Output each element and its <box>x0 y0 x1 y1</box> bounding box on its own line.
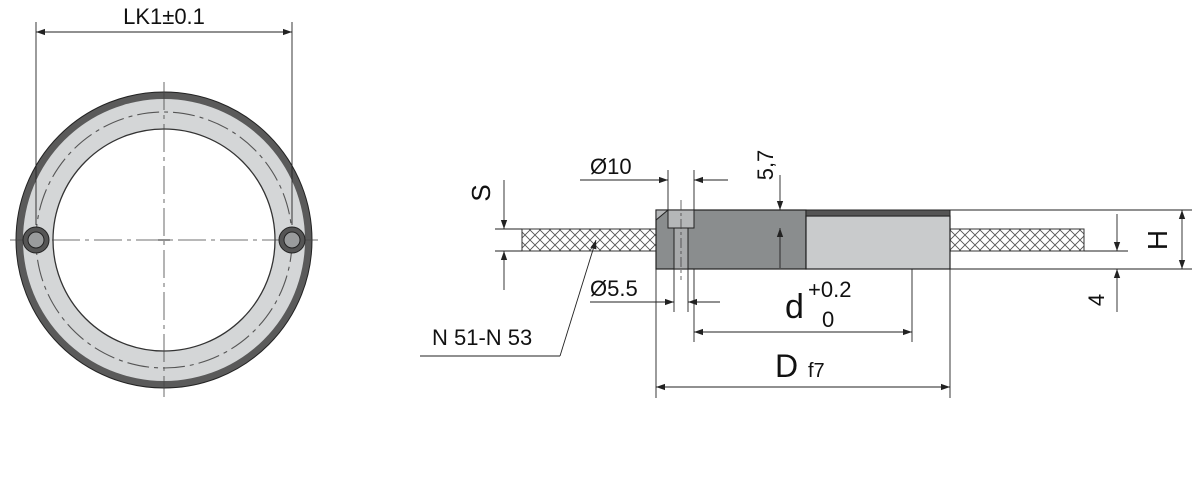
s-label: S <box>466 184 496 201</box>
plate-right <box>949 228 1085 252</box>
plate-left <box>521 228 657 252</box>
part-top-edge <box>805 209 951 217</box>
d-label: d <box>785 288 804 326</box>
d-tol-upper: +0.2 <box>808 277 851 302</box>
hole-left <box>22 226 50 254</box>
D-fit-label: f7 <box>808 360 825 382</box>
lk1-label: LK1±0.1 <box>123 4 205 29</box>
H-label: H <box>1142 230 1173 250</box>
h57-label: 5,7 <box>753 150 778 181</box>
n51-label: N 51-N 53 <box>432 325 532 350</box>
front-view: LK1±0.1 <box>10 4 318 397</box>
hole-right <box>278 226 306 254</box>
part-light-section <box>805 215 951 270</box>
d-tol-lower: 0 <box>822 307 834 332</box>
section-view: S Ø10 5,7 Ø5.5 d +0.2 0 D f7 H <box>420 150 1192 398</box>
four-label: 4 <box>1084 294 1109 306</box>
d55-label: Ø5.5 <box>590 276 638 301</box>
d10-label: Ø10 <box>590 154 632 179</box>
n51-leader <box>559 239 597 357</box>
D-label: D <box>775 348 798 384</box>
